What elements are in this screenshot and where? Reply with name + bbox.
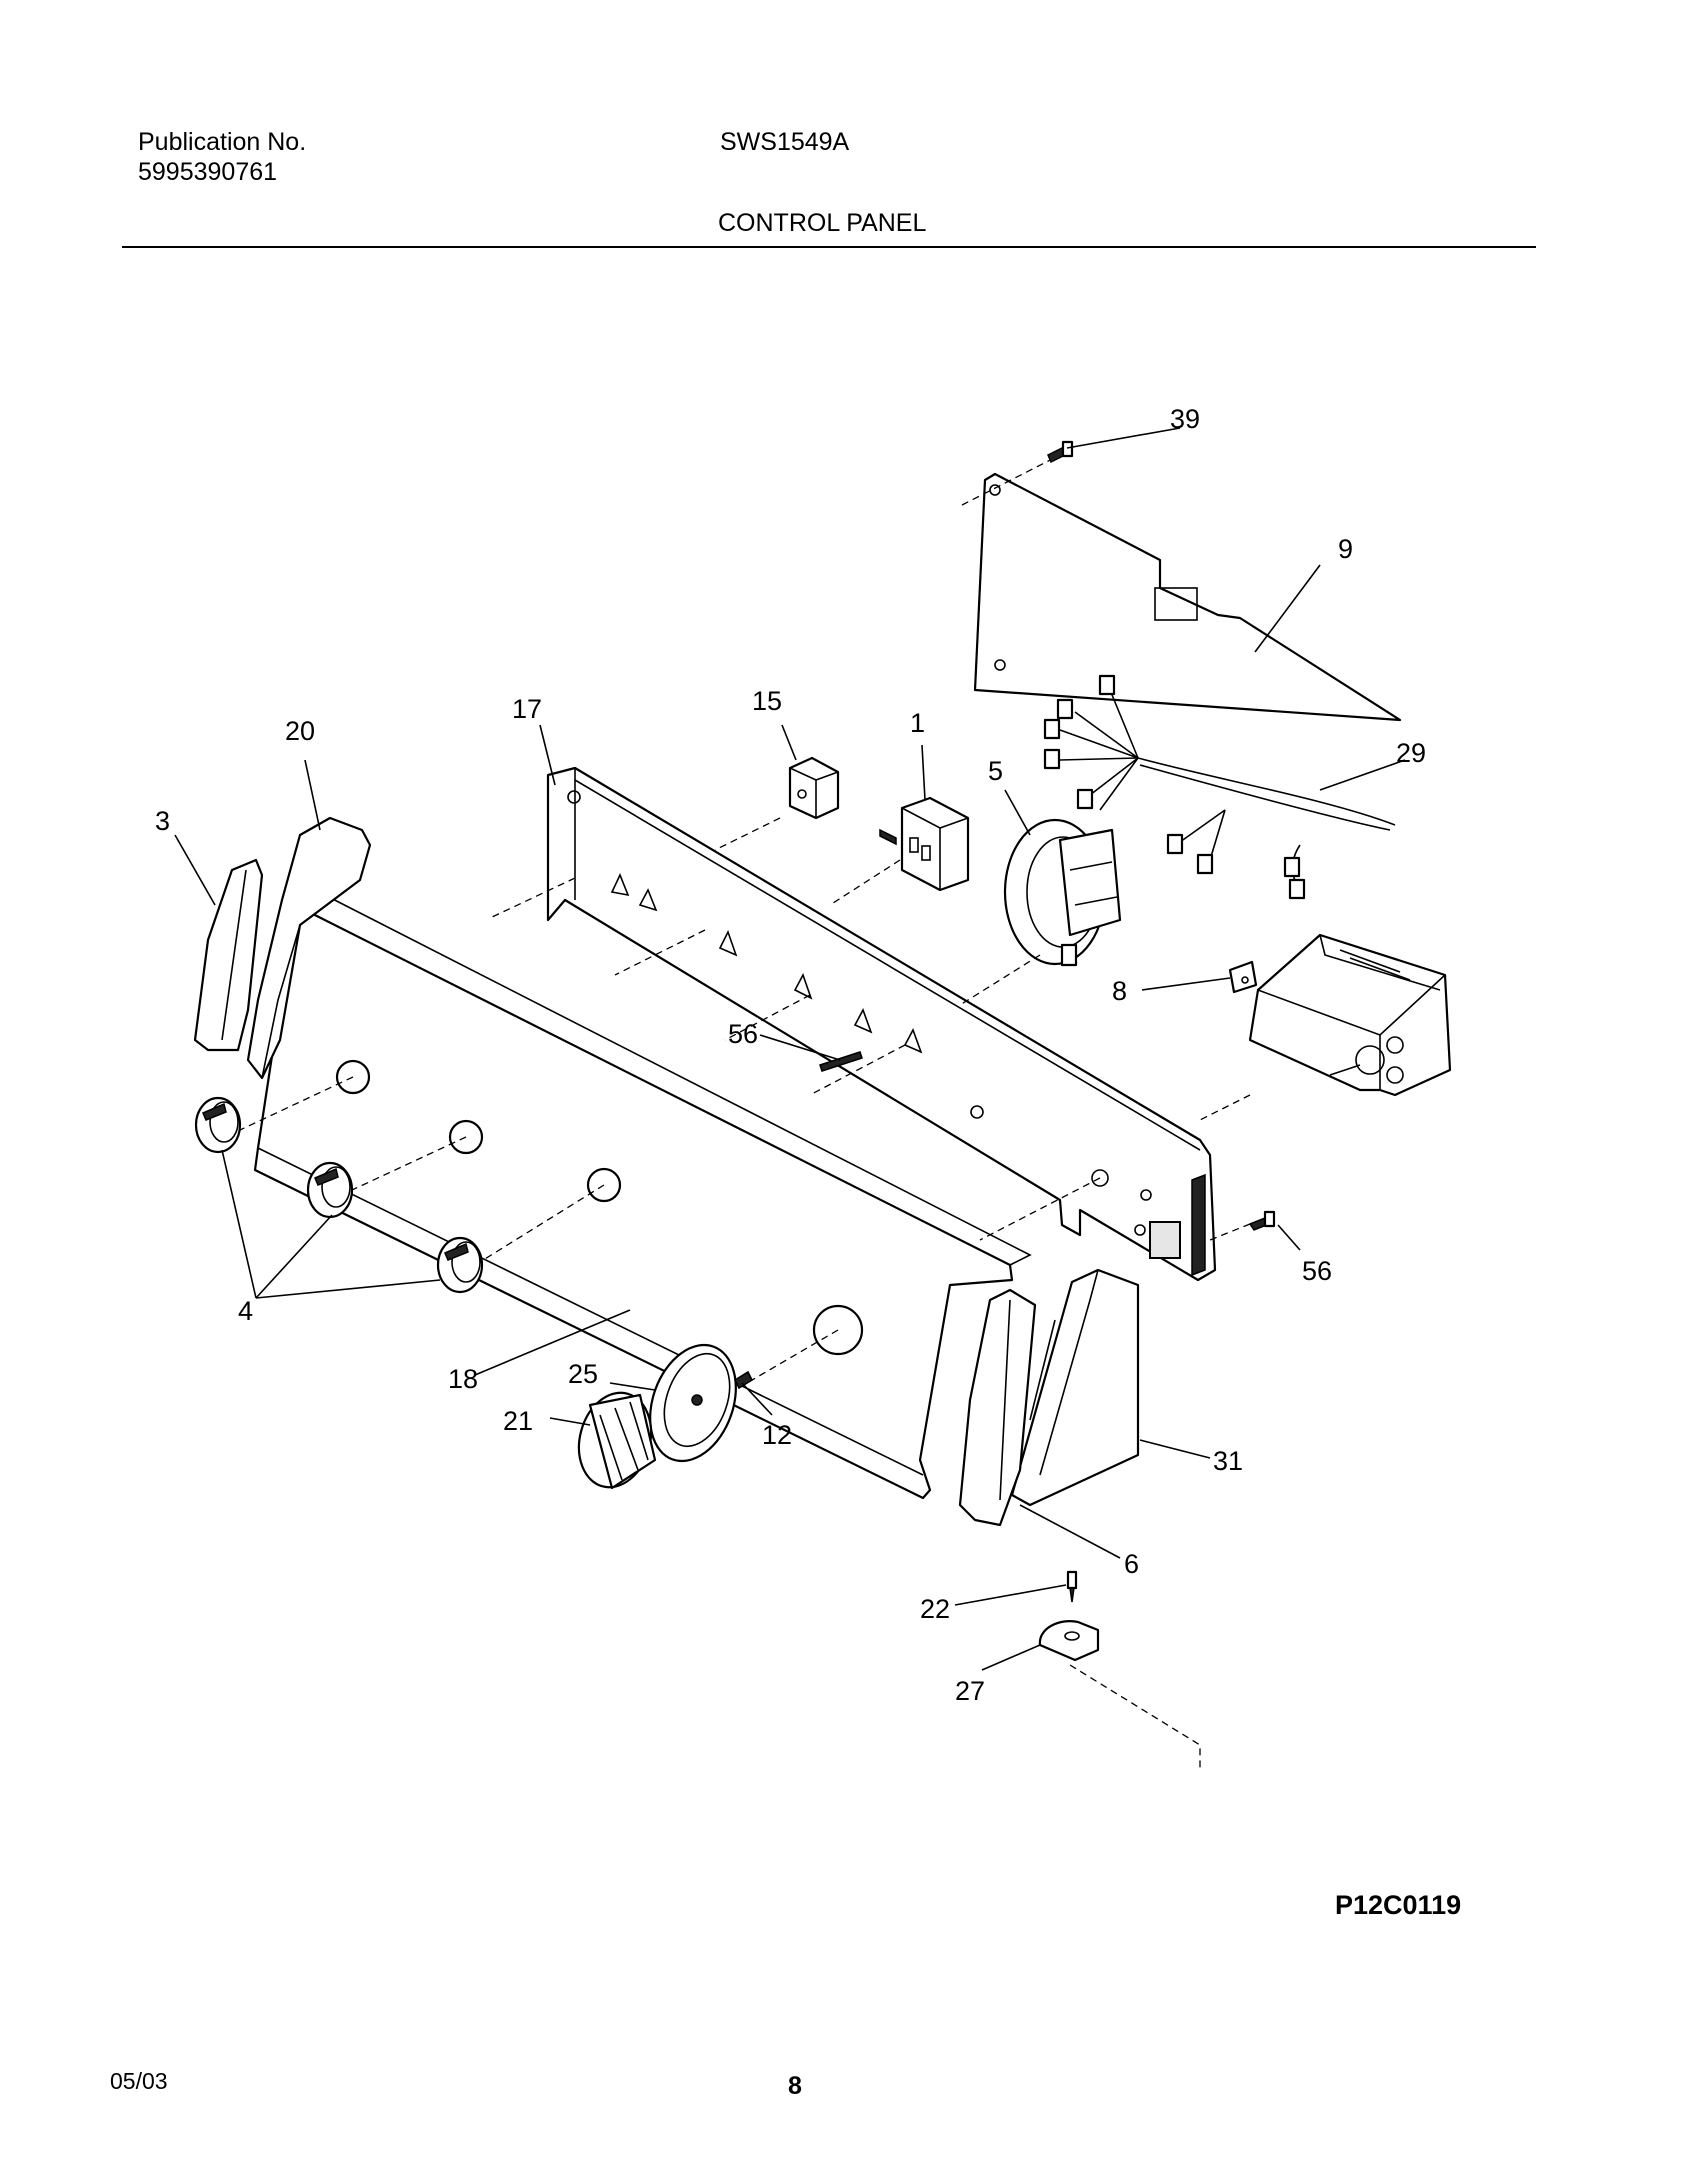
header-rule [122,246,1536,248]
publication-label: Publication No. [138,128,307,156]
callout-5: 5 [988,756,1003,786]
rear-cover-panel [961,454,1402,722]
callout-56-b: 56 [1302,1256,1332,1286]
timer-knob-21 [577,1391,657,1490]
switch-1 [879,796,970,892]
callout-56-a: 56 [728,1019,758,1049]
callout-29: 29 [1396,738,1426,768]
front-console-18 [253,889,1032,1500]
callout-25: 25 [568,1359,598,1389]
page-number: 8 [788,2072,802,2100]
publication-number: 5995390761 [138,158,278,186]
callout-6: 6 [1124,1549,1139,1579]
timer-8 [1228,933,1452,1097]
callout-18: 18 [448,1364,478,1394]
callout-21: 21 [503,1406,533,1436]
footer-date: 05/03 [110,2068,168,2094]
wiring-harness [1043,674,1396,900]
callout-9: 9 [1338,534,1353,564]
callout-31: 31 [1213,1446,1243,1476]
callout-labels: 39 9 29 20 17 15 1 5 3 8 56 56 4 18 25 2… [155,404,1426,1706]
right-endcap-6 [958,1288,1037,1527]
figure-code: P12C0119 [1335,1890,1462,1920]
knob-4-mid [306,1161,354,1219]
knob-4-top [194,1096,242,1154]
callout-15: 15 [752,686,782,716]
screw-56-a [819,1051,863,1072]
inner-panel-17 [546,766,1217,1282]
callout-17: 17 [512,694,542,724]
section-title: CONTROL PANEL [718,209,927,237]
callout-4: 4 [238,1296,253,1326]
left-endcap-3 [193,858,264,1052]
callout-8: 8 [1112,976,1127,1006]
screw-56-b [1248,1210,1276,1231]
switch-15 [788,756,840,820]
screw-22 [1066,1570,1078,1603]
callout-12: 12 [762,1420,792,1450]
callout-39: 39 [1170,404,1200,434]
callout-3: 3 [155,806,170,836]
dial-skirt-25 [649,1343,737,1463]
callout-20: 20 [285,716,315,746]
model-number: SWS1549A [720,128,850,156]
timer-motor-5 [1003,818,1122,967]
callout-22: 22 [920,1594,950,1624]
clip-12 [734,1370,753,1390]
knob-4-bottom [436,1236,484,1294]
screw-39 [1047,440,1074,464]
callout-1: 1 [910,708,925,738]
callout-27: 27 [955,1676,985,1706]
leader-lines [174,427,1406,1671]
alignment-lines [239,817,1251,1263]
bracket-27 [1038,1620,1100,1662]
left-bracket-20 [246,816,372,1080]
dashed-guide-27 [1069,1664,1201,1770]
